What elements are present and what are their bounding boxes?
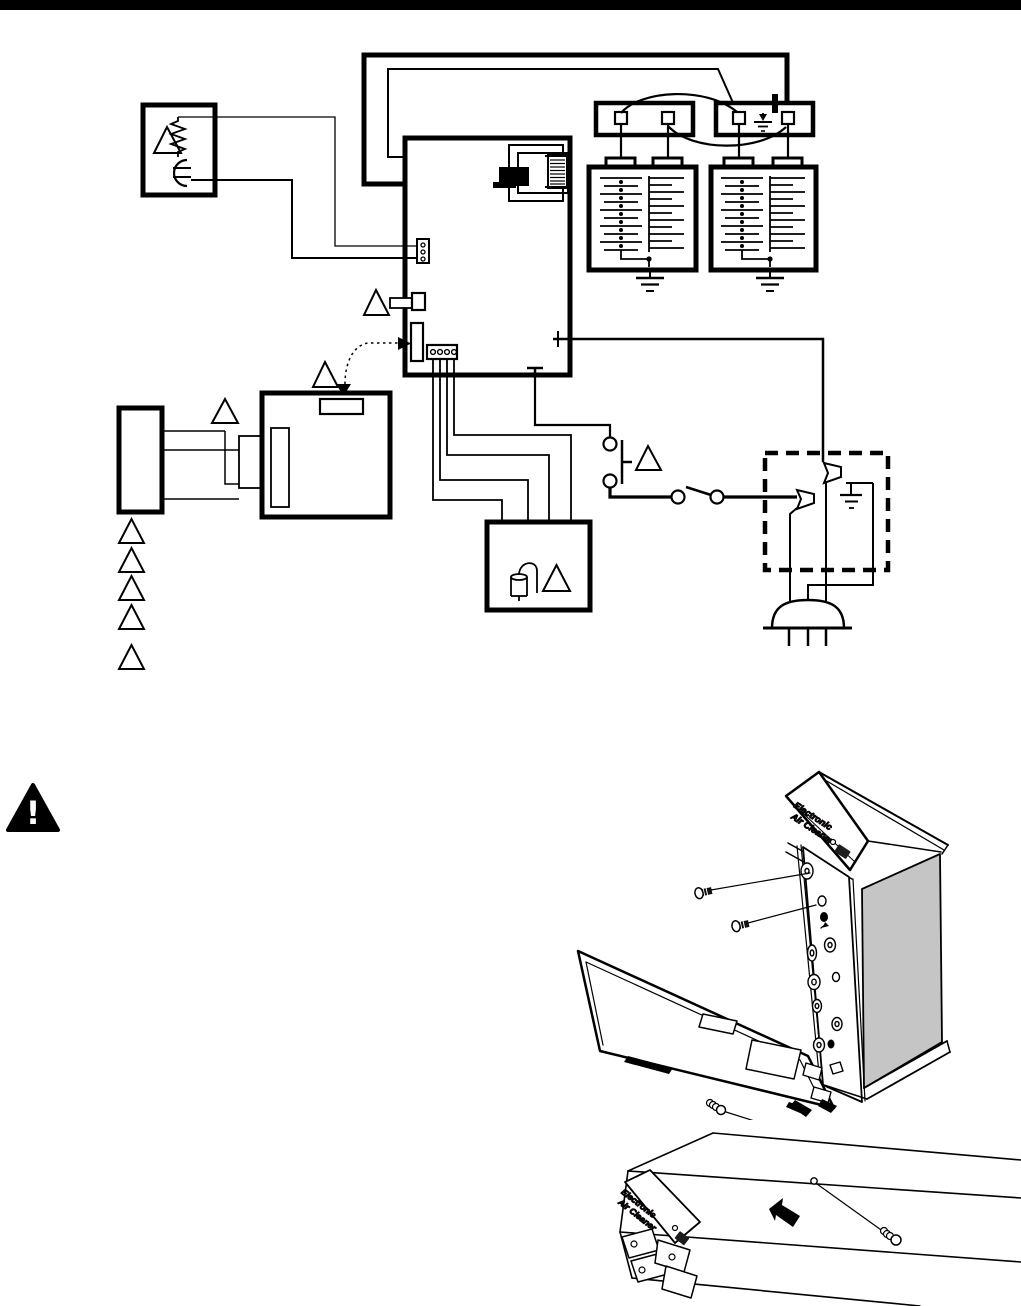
warning-triangle-icon: !	[6, 783, 60, 832]
callout-triangle	[117, 642, 146, 670]
ground-icon	[756, 270, 784, 292]
callout-triangle	[152, 124, 183, 154]
junction-box-dashed	[762, 450, 891, 604]
harness-wires	[432, 359, 572, 533]
spade-terminal	[795, 488, 815, 511]
panel-screw	[810, 1177, 902, 1246]
power-supply-board	[402, 135, 573, 378]
screw-head	[731, 920, 741, 933]
ground-icon	[840, 482, 873, 509]
cell-lead-wires	[604, 124, 804, 169]
wiring-diagram	[116, 52, 891, 670]
door-panel-body	[619, 1132, 1021, 1306]
door-screw-2	[731, 904, 817, 933]
arrowhead-icon	[823, 922, 829, 928]
indicator-dot	[820, 912, 828, 922]
three-pin-connector	[416, 238, 430, 264]
screw-hole	[810, 1177, 818, 1185]
filter-media-panel	[823, 853, 951, 1100]
lamp-symbol	[510, 562, 538, 601]
cabinet-front-column	[790, 844, 866, 1117]
top-rule-bar	[0, 0, 1021, 10]
test-button	[533, 374, 663, 489]
door-slot	[698, 1013, 738, 1035]
callout-triangle	[117, 573, 146, 601]
door-screw-1	[694, 872, 811, 900]
jumper-arcs	[620, 93, 787, 147]
callout-triangle	[634, 443, 663, 471]
latch-tab	[802, 1062, 823, 1081]
callout-triangle	[362, 287, 391, 316]
wire	[178, 116, 417, 247]
transformer	[493, 144, 569, 202]
ground-icon	[636, 270, 664, 292]
power-plug	[763, 598, 852, 646]
power-switch	[608, 485, 797, 505]
access-door-panel	[576, 949, 837, 1113]
door-slot	[745, 1039, 802, 1080]
cabinet-exploded-illustration: Electronic Air Cleaner	[576, 770, 951, 1120]
door-screw-3	[705, 1098, 754, 1120]
resistor-symbol	[168, 117, 188, 157]
arrowhead-icon	[336, 384, 351, 396]
arrowhead-icon	[398, 337, 411, 350]
lock-hole	[671, 1224, 679, 1232]
callout-triangle	[117, 602, 146, 630]
latch-slot	[829, 1061, 844, 1075]
callout-triangle	[311, 359, 340, 388]
cell-left	[586, 164, 699, 292]
brand-logo-badge	[834, 844, 851, 859]
screw-head	[890, 1234, 902, 1246]
cell-right	[708, 164, 819, 292]
fuse-holder	[362, 287, 427, 316]
callout-triangle	[210, 396, 240, 424]
callout-triangle	[117, 516, 146, 544]
screw-head	[694, 887, 704, 900]
callout-triangle	[541, 562, 572, 592]
panel-latch-tabs	[621, 1228, 698, 1299]
connector-bar-right	[713, 94, 816, 138]
screw-head	[715, 1104, 727, 1116]
callout-triangle-column	[117, 516, 146, 670]
indicator-dot	[827, 1039, 835, 1049]
chassis-ground-icon	[754, 113, 772, 132]
callout-triangle	[117, 545, 146, 573]
blower-assembly	[116, 390, 393, 520]
lamp-resistor-box	[140, 102, 218, 198]
door-panel-illustration: Electronic Air Cleaner	[615, 1132, 1021, 1306]
connector-bar-left	[593, 100, 696, 138]
warning-glyph: !	[26, 794, 41, 832]
direction-arrow-icon	[769, 1198, 800, 1227]
wire	[553, 337, 825, 462]
lock-hole	[829, 838, 837, 846]
indicator-box	[484, 519, 593, 613]
wire	[191, 179, 417, 259]
edge-connector	[311, 321, 425, 396]
cabinet-top-band	[818, 771, 949, 855]
glow-lamp-symbol	[172, 158, 188, 188]
brand-logo-badge	[674, 1231, 690, 1246]
four-pin-connector	[425, 343, 459, 361]
spade-terminal	[822, 461, 842, 485]
